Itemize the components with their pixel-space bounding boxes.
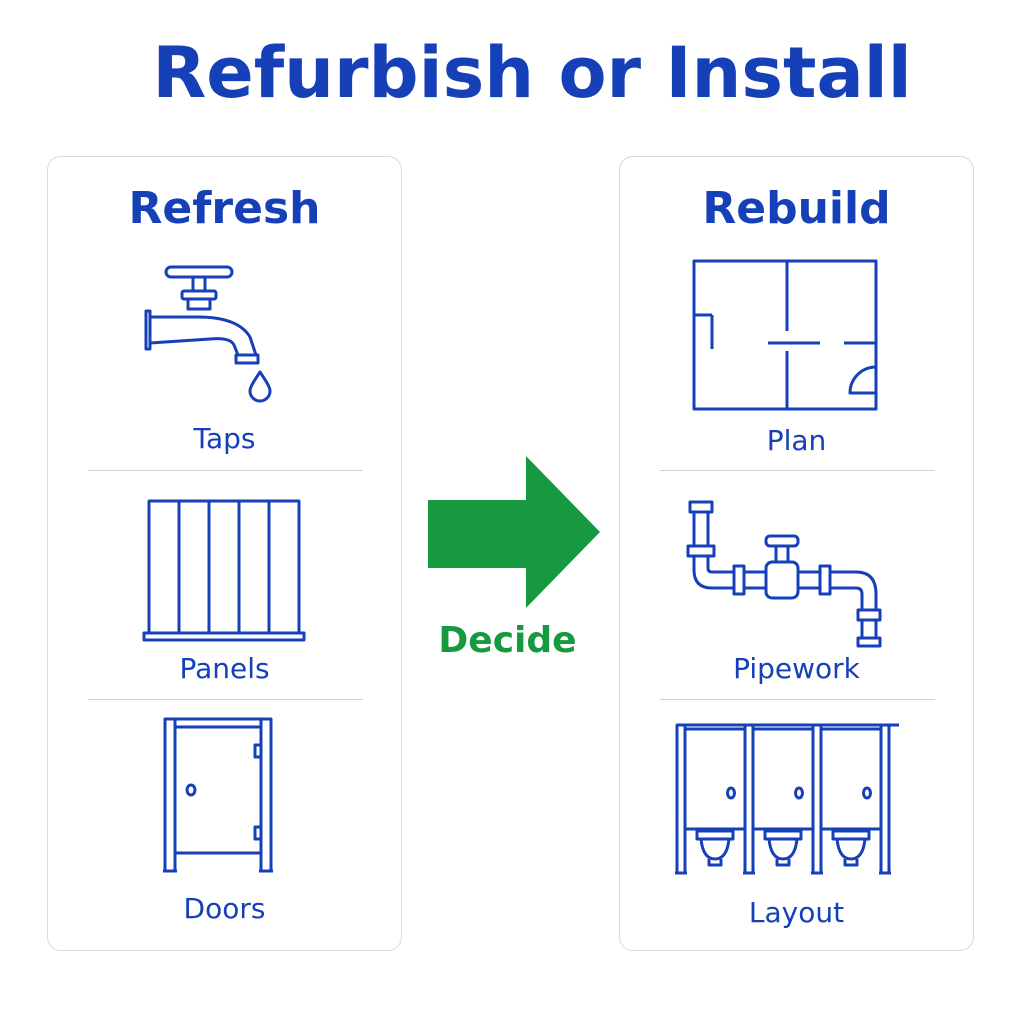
right-arrow-icon xyxy=(428,456,600,608)
panels-label: Panels xyxy=(179,652,270,685)
rebuild-heading: Rebuild xyxy=(702,183,891,234)
layout-label: Layout xyxy=(748,896,845,929)
divider xyxy=(660,699,935,700)
taps-label: Taps xyxy=(193,422,256,455)
page-title: Refurbish or Install xyxy=(152,32,912,114)
divider xyxy=(660,470,935,471)
pipework-label: Pipework xyxy=(733,652,860,685)
doors-label: Doors xyxy=(183,892,266,925)
refresh-panel: Refresh Taps Panels Doors xyxy=(47,156,402,951)
panels-icon xyxy=(143,497,308,642)
floor-plan-icon xyxy=(692,259,882,414)
rebuild-panel: Rebuild Plan Pipework xyxy=(619,156,974,951)
door-icon xyxy=(163,717,283,877)
refresh-heading: Refresh xyxy=(128,183,321,234)
tap-icon xyxy=(138,257,288,407)
divider xyxy=(88,470,363,471)
plan-label: Plan xyxy=(766,424,827,457)
pipework-icon xyxy=(686,500,896,650)
toilet-cubicles-icon xyxy=(675,723,905,883)
divider xyxy=(88,699,363,700)
decide-label: Decide xyxy=(438,620,577,661)
